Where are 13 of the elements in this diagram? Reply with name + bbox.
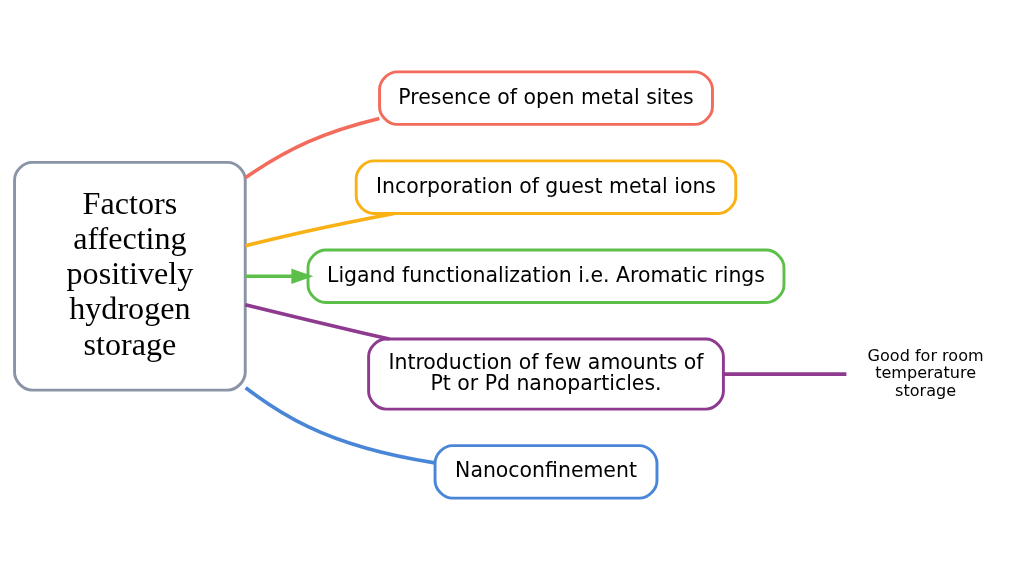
node-box: Ligand functionalization i.e. Aromatic rings [306, 248, 786, 304]
node-box: Factors affecting positively hydrogen storage [13, 160, 247, 392]
connector [723, 371, 847, 376]
arrow [245, 268, 314, 284]
connector [244, 116, 380, 179]
connector [244, 385, 436, 465]
connector [245, 211, 395, 248]
connector [244, 302, 390, 341]
node-box: Incorporation of guest metal ions [354, 158, 738, 215]
node-box: Nanoconfinement [433, 443, 659, 500]
node-text: Good for room temperature storage [867, 345, 984, 400]
node-box: Presence of open metal sites [378, 69, 714, 126]
node-box: Introduction of few amounts of Pt or Pd nanoparticles. [367, 337, 725, 411]
